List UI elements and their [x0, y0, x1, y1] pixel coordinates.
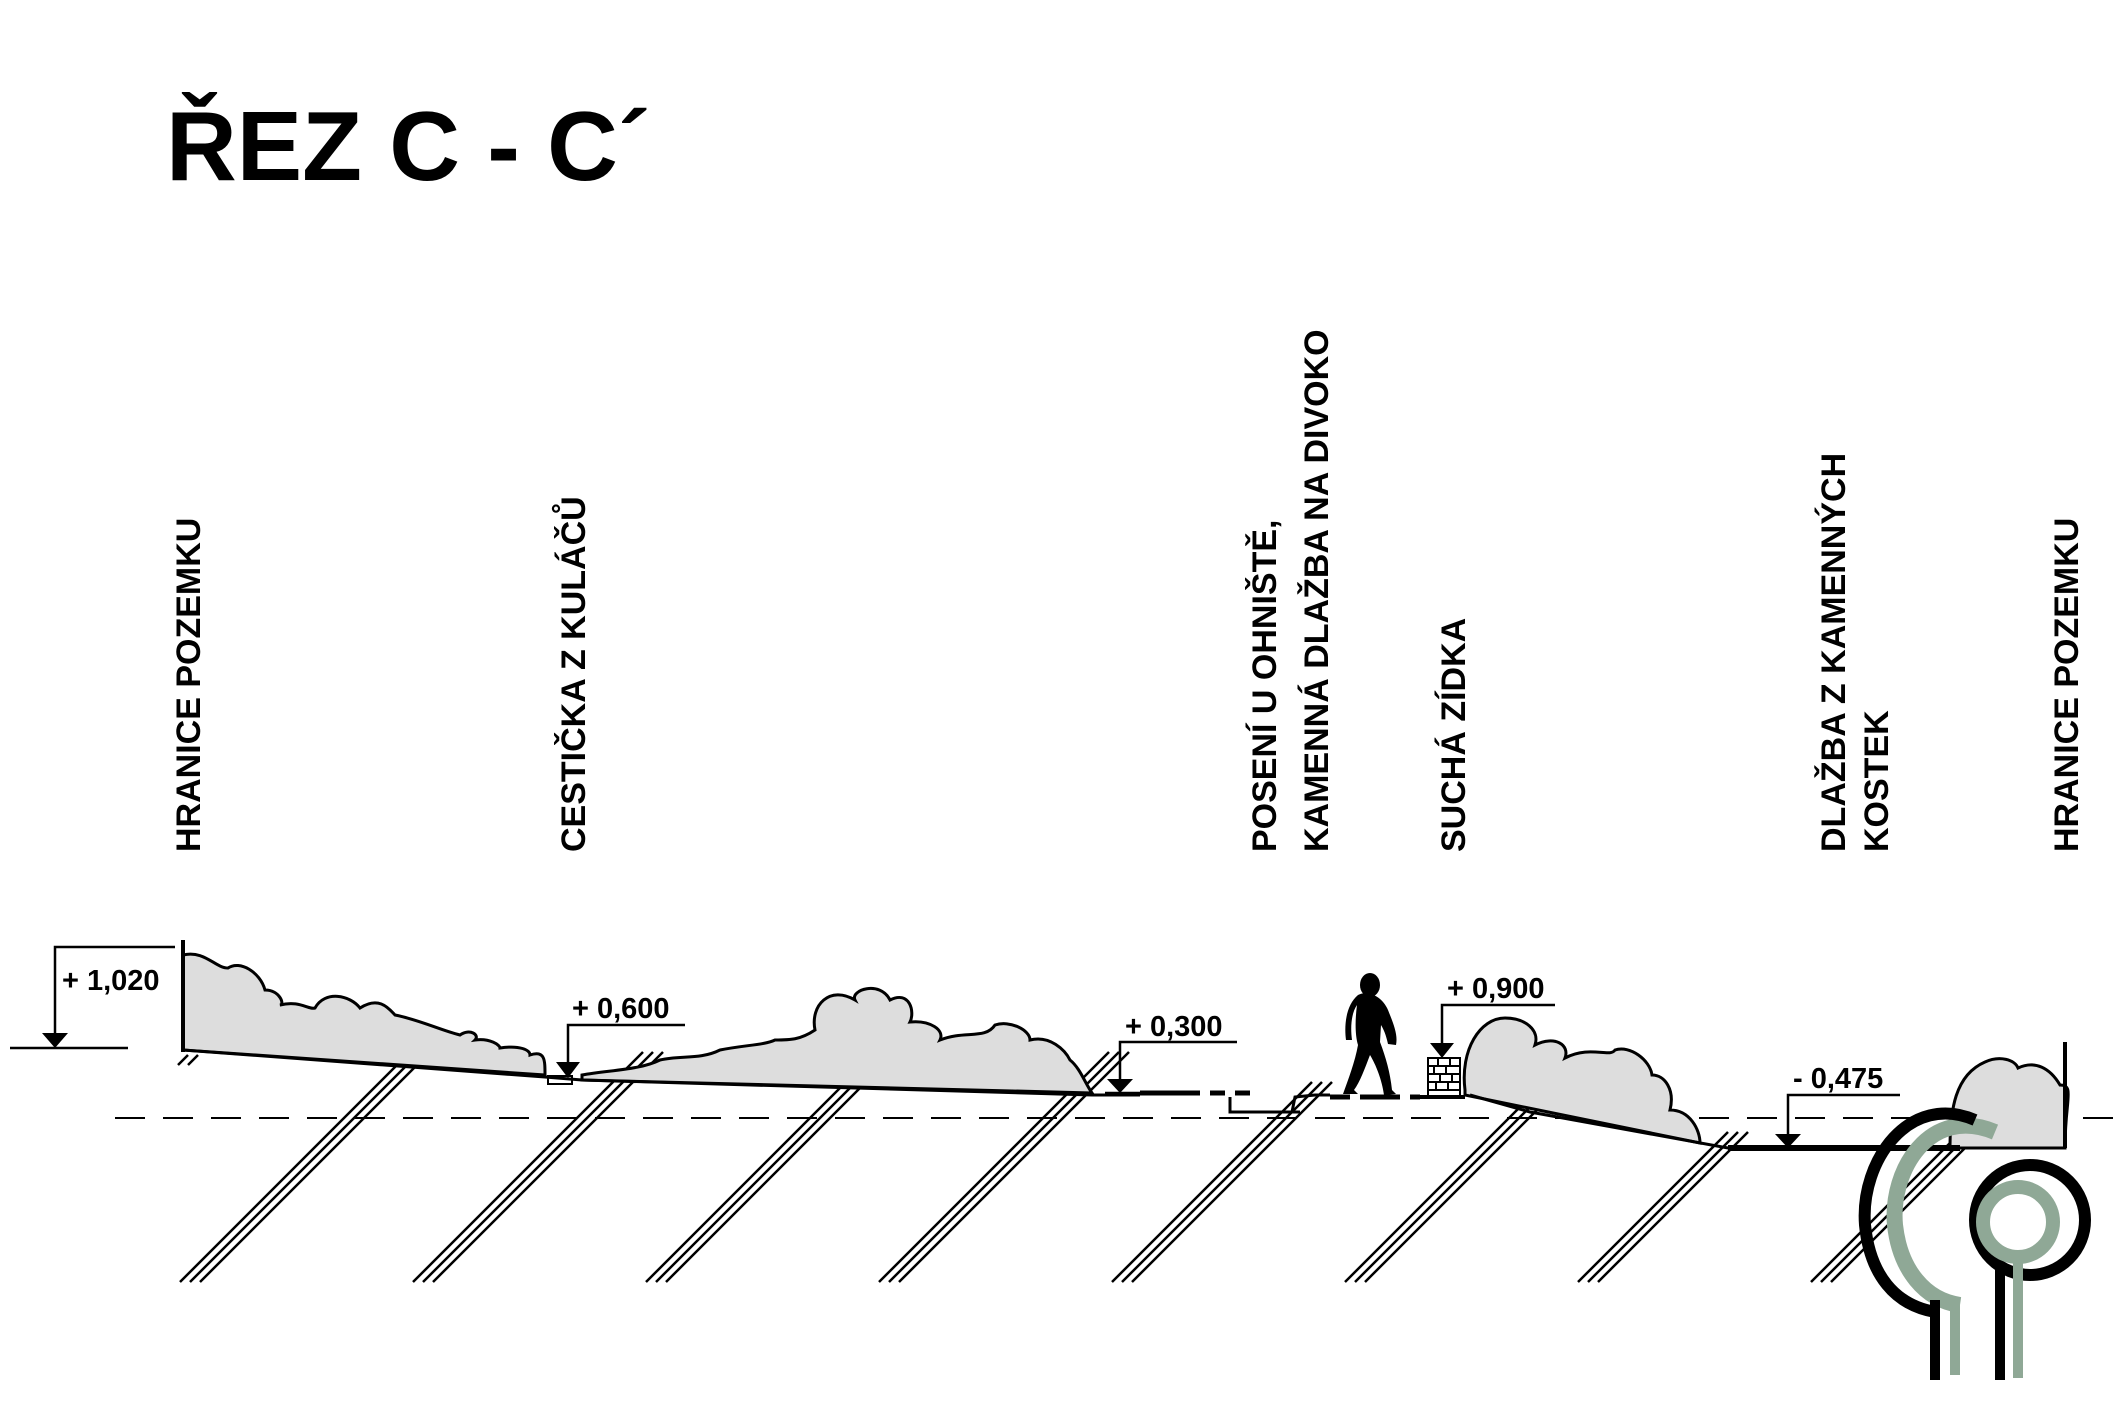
label-dlazba-line1: DLAŽBA Z KAMENNÝCH: [1815, 453, 1853, 852]
level-marker-5: - 0,475: [1775, 1063, 1900, 1148]
walking-person-icon: [1343, 973, 1397, 1095]
level-text-1: + 1,020: [62, 965, 160, 997]
level-marker-3: + 0,300: [1105, 1011, 1237, 1095]
vegetation-right: [1948, 1057, 2070, 1150]
label-sucha-zidka: SUCHÁ ZÍDKA: [1435, 618, 1473, 852]
level-text-5: - 0,475: [1793, 1063, 1883, 1095]
vertical-labels: HRANICE POZEMKU CESTIČKA Z KULÁČŮ POSENÍ…: [170, 329, 2086, 852]
level-marker-4: + 0,900: [1430, 973, 1555, 1058]
dry-stone-wall-icon: [1427, 1057, 1461, 1097]
level-text-3: + 0,300: [1125, 1011, 1223, 1043]
label-cesticka: CESTIČKA Z KULÁČŮ: [552, 496, 593, 852]
label-poseni-line1: POSENÍ U OHNIŠTĚ,: [1245, 520, 1284, 853]
label-hranice-left: HRANICE POZEMKU: [170, 518, 208, 852]
label-hranice-right: HRANICE POZEMKU: [2048, 518, 2086, 852]
label-poseni-line2: KAMENNÁ DLAŽBA NA DIVOKO: [1298, 329, 1336, 852]
label-dlazba-line2: KOSTEK: [1858, 710, 1896, 852]
vegetation-middle: [580, 986, 1095, 1095]
level-text-4: + 0,900: [1447, 973, 1545, 1005]
level-marker-1: + 1,020: [10, 945, 175, 1050]
level-text-2: + 0,600: [572, 993, 670, 1025]
drawing-title: ŘEZ C - C´: [166, 91, 651, 201]
vegetation: [181, 952, 2070, 1150]
vegetation-wall: [1462, 1016, 1702, 1145]
level-marker-2: + 0,600: [556, 993, 685, 1078]
studio-logo: [1858, 1107, 2091, 1380]
ground-hatching: [177, 1051, 1982, 1283]
vegetation-left: [181, 952, 547, 1077]
